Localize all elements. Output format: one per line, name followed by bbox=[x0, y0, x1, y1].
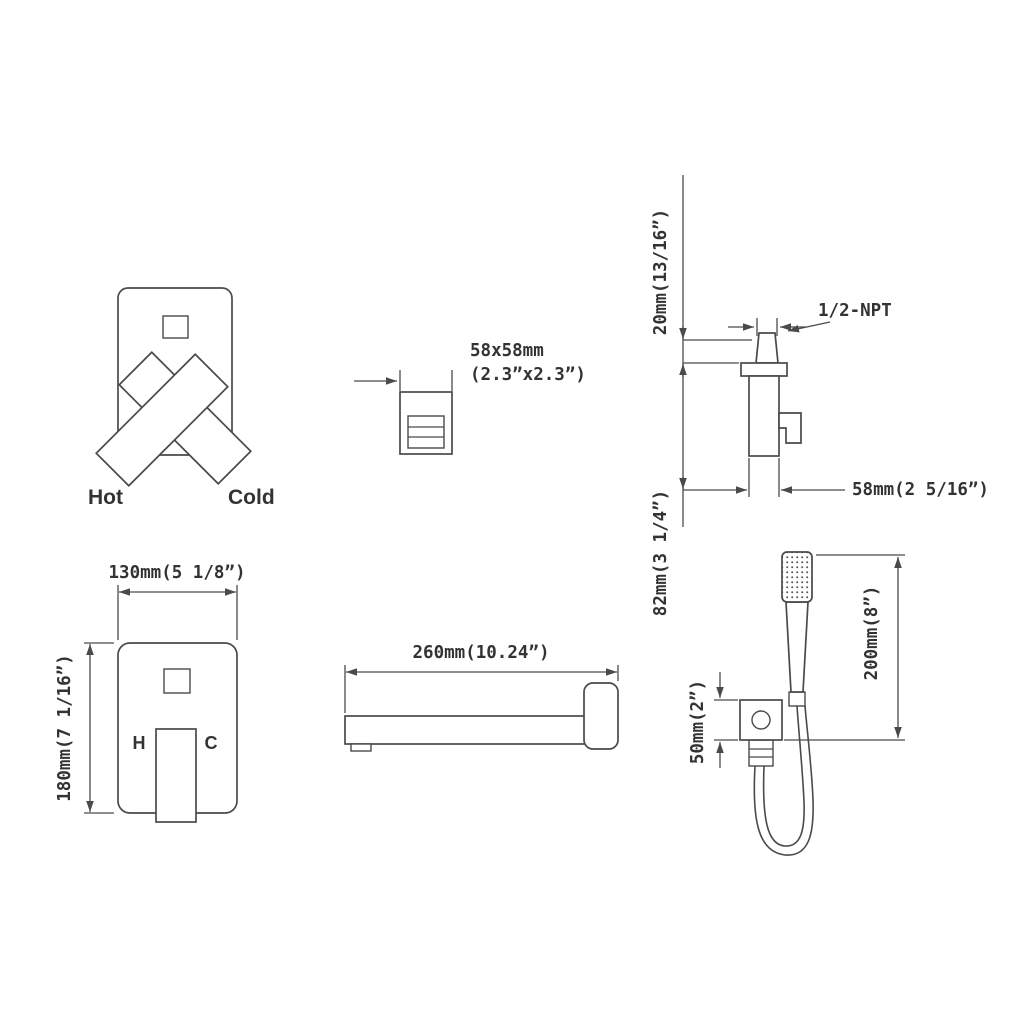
tub-spout-view: 260mm(10.24”) bbox=[344, 643, 619, 752]
elbow-flange bbox=[740, 362, 788, 377]
spout-length-label: 260mm(10.24”) bbox=[413, 643, 550, 663]
supply-elbow-view: 20mm(13/16”) 82mm(3 1/4”) 1/2-NPT 58mm(2… bbox=[651, 175, 989, 616]
npt-thread-label: 1/2-NPT bbox=[818, 301, 892, 321]
lever-handle-front bbox=[155, 728, 197, 823]
shower-hook bbox=[778, 412, 802, 444]
bracket-height-label: 50mm(2”) bbox=[688, 680, 708, 764]
escutcheon-size-in: (2.3”x2.3”) bbox=[470, 365, 586, 385]
valve-front-view: 130mm(5 1/8”) H C 180mm(7 1/16”) bbox=[55, 563, 246, 823]
npt-nipple bbox=[755, 332, 779, 364]
shower-height-label: 200mm(8”) bbox=[862, 586, 882, 681]
cold-label: Cold bbox=[228, 486, 275, 509]
valve-perspective-view: Hot Cold bbox=[88, 287, 275, 509]
spout-aerator bbox=[350, 743, 372, 752]
spout-wall-flange bbox=[583, 682, 619, 750]
elbow-height-label: 82mm(3 1/4”) bbox=[651, 490, 671, 616]
npt-leader-line bbox=[787, 321, 831, 333]
hand-shower-view: 200mm(8”) 50mm(2”) bbox=[688, 551, 905, 856]
escutcheon-size-mm: 58x58mm bbox=[470, 341, 544, 361]
hose-inner-line bbox=[762, 705, 805, 847]
elbow-width-label: 58mm(2 5/16”) bbox=[852, 480, 989, 500]
hot-mark: H bbox=[133, 733, 146, 753]
cold-mark: C bbox=[205, 733, 218, 753]
elbow-body bbox=[748, 375, 780, 457]
plate-height-label: 180mm(7 1/16”) bbox=[55, 654, 75, 802]
shower-head bbox=[781, 551, 813, 603]
hose-connector-nut bbox=[748, 739, 774, 767]
hose-outer-line bbox=[753, 705, 814, 856]
spout-body bbox=[344, 715, 589, 745]
spout-escutcheon-view: 58x58mm (2.3”x2.3”) bbox=[354, 341, 586, 455]
plate-width-label: 130mm(5 1/8”) bbox=[109, 563, 246, 583]
handle-arm-left bbox=[95, 353, 229, 487]
handle-nut bbox=[788, 691, 806, 707]
hot-label: Hot bbox=[88, 486, 123, 509]
bracket-ring bbox=[751, 710, 771, 730]
elbow-depth-label: 20mm(13/16”) bbox=[651, 209, 671, 335]
diverter-button-front bbox=[163, 668, 191, 694]
spout-section bbox=[407, 415, 445, 449]
shower-handle bbox=[785, 601, 809, 693]
diverter-button-perspective bbox=[162, 315, 189, 339]
